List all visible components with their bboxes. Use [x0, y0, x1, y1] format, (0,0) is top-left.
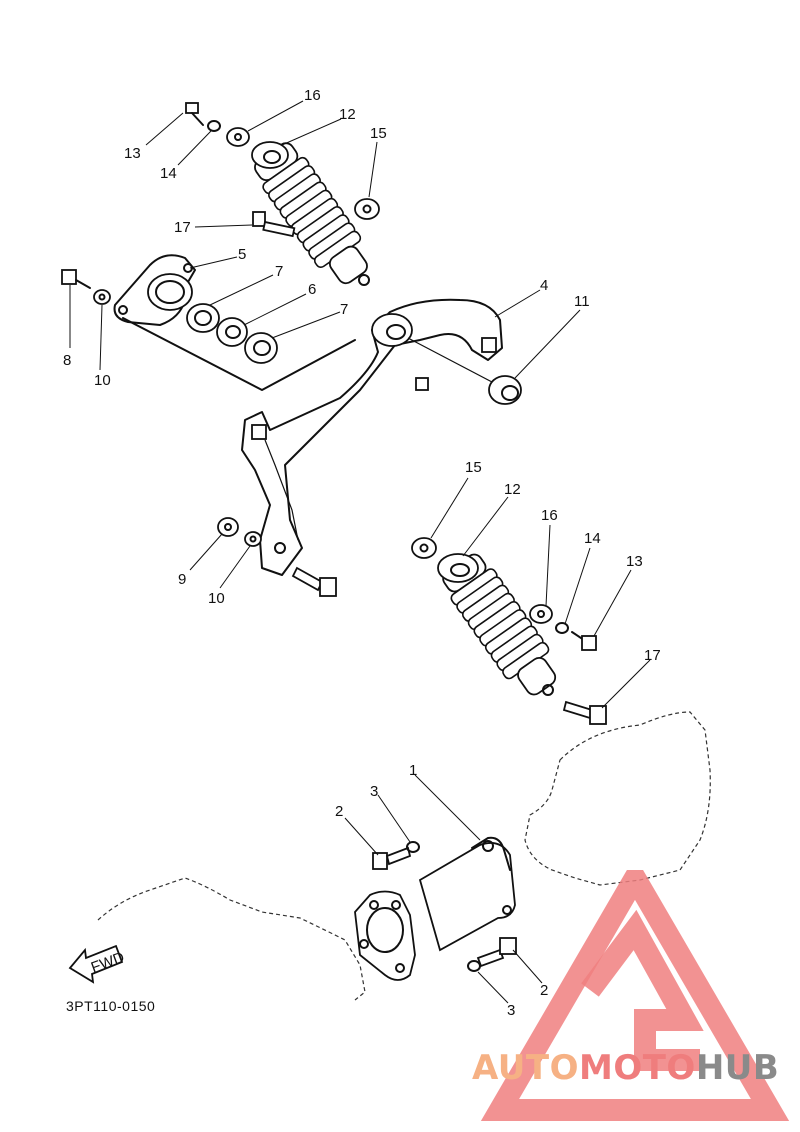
washer-14-lower: [555, 622, 569, 634]
swing-arm: [241, 298, 503, 576]
engine-case-outline-right: [524, 711, 711, 886]
callout-10-upper: 10: [94, 372, 111, 389]
fwd-arrow-icon: FWD: [68, 944, 127, 984]
callout-14-upper: 14: [160, 165, 177, 182]
bearing-7-upper: [186, 303, 220, 333]
watermark-hub: HUB: [695, 1048, 780, 1088]
callout-15-lower: 15: [465, 459, 482, 476]
washer-16-lower: [529, 604, 553, 624]
callout-3-lower: 3: [507, 1002, 515, 1019]
nut-9: [217, 517, 239, 537]
washer-3-upper: [406, 841, 420, 853]
watermark-moto: MOTO: [578, 1048, 696, 1088]
callout-17-upper: 17: [174, 219, 191, 236]
engine-case-outline-left: [97, 877, 366, 1001]
washer-10-lower: [244, 531, 262, 547]
callout-13-lower: 13: [626, 553, 643, 570]
upper-shock-absorber: [251, 141, 370, 286]
watermark-auto: AUTO: [472, 1048, 579, 1088]
callout-2-upper: 2: [335, 803, 343, 820]
bolt-13-lower: [571, 631, 597, 651]
bolt-2-lower: [476, 937, 517, 968]
fwd-label: FWD: [89, 949, 127, 977]
bolt-swingarm: [291, 566, 337, 597]
bolt-17-lower: [562, 700, 607, 725]
spacer-6: [216, 317, 248, 347]
callout-16-lower: 16: [541, 507, 558, 524]
callout-14-lower: 14: [584, 530, 601, 547]
callout-8: 8: [63, 352, 71, 369]
housing-axis-line: [122, 317, 356, 391]
bearing-housing: [113, 254, 196, 326]
callout-15-upper: 15: [370, 125, 387, 142]
callout-2-lower: 2: [540, 982, 548, 999]
washer-10-left: [93, 289, 111, 305]
lower-shock-absorber: [437, 553, 557, 696]
washer-3-lower: [467, 960, 481, 972]
callout-3-upper: 3: [370, 783, 378, 800]
washer-14-upper: [207, 120, 221, 132]
washer-16-upper: [226, 127, 250, 147]
callout-12-upper: 12: [339, 106, 356, 123]
callout-7-upper: 7: [275, 263, 283, 280]
callout-6: 6: [308, 281, 316, 298]
callout-11: 11: [574, 293, 590, 310]
bolt-2-upper: [372, 846, 412, 870]
callout-4: 4: [540, 277, 548, 294]
engine-mount-bracket: [354, 836, 516, 981]
callout-12-lower: 12: [504, 481, 521, 498]
bolt-17-upper: [252, 211, 296, 238]
collar-11: [407, 337, 522, 405]
callout-16-upper: 16: [304, 87, 321, 104]
callout-9: 9: [178, 571, 186, 588]
diagram-code: 3PT110-0150: [66, 998, 156, 1014]
callout-17-lower: 17: [644, 647, 661, 664]
watermark-text: AUTOMOTOHUB: [472, 1048, 779, 1088]
washer-15-upper: [354, 198, 380, 220]
bearing-7-lower: [244, 332, 278, 364]
bolt-8: [61, 269, 91, 289]
callout-1: 1: [409, 762, 417, 779]
callout-7-lower: 7: [340, 301, 348, 318]
washer-15-lower: [411, 537, 437, 559]
callout-5: 5: [238, 246, 246, 263]
bolt-13-upper: [185, 102, 204, 126]
automotohub-logo-icon: [480, 870, 790, 1121]
callout-13-upper: 13: [124, 145, 141, 162]
callout-10-lower: 10: [208, 590, 225, 607]
leader-lines: [69, 100, 651, 1004]
